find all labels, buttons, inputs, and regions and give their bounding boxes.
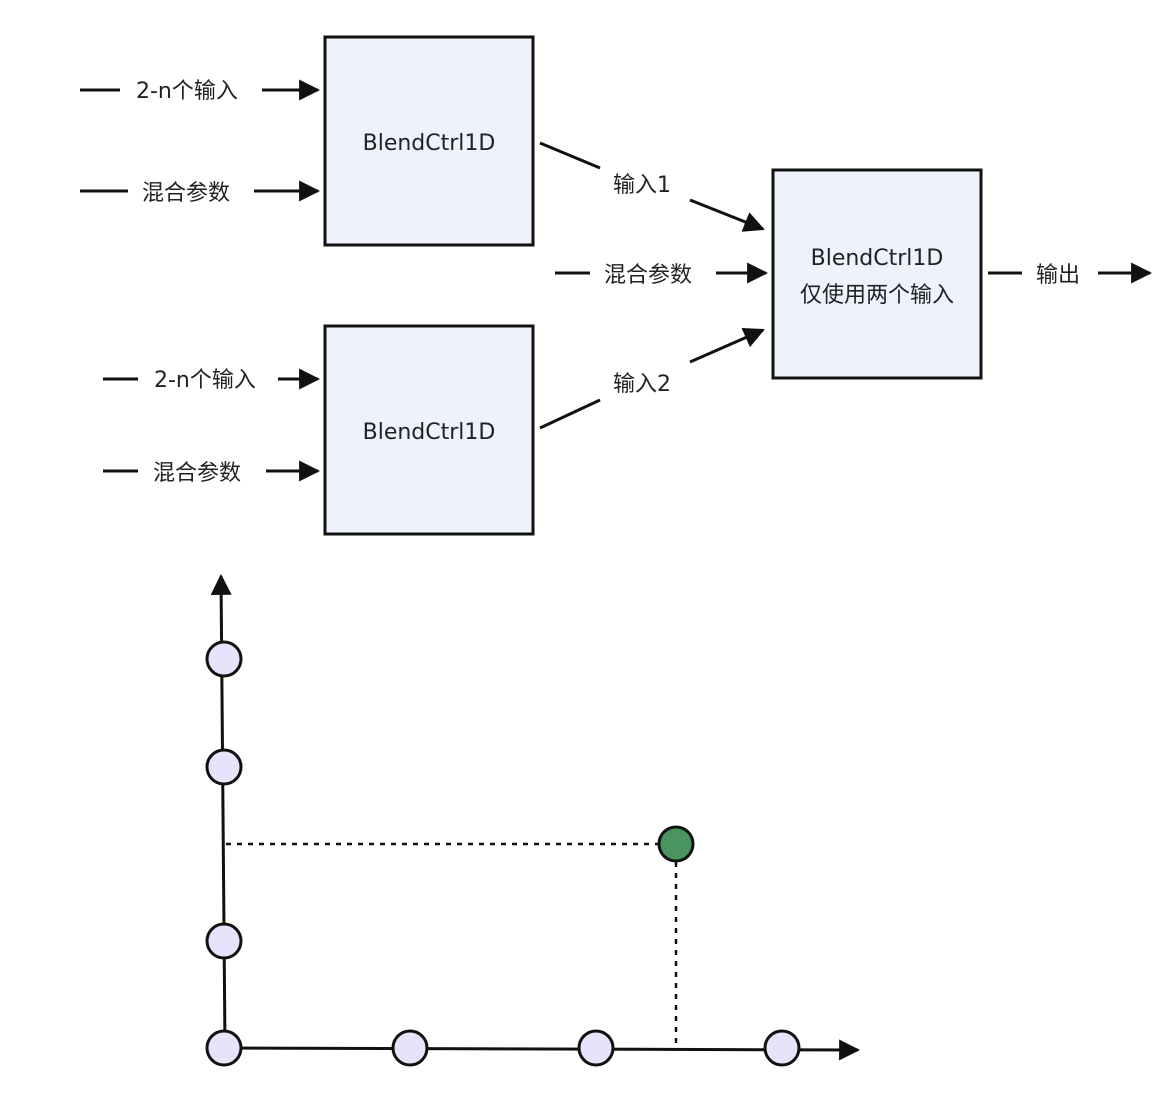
y-axis-sample-point-2[interactable] xyxy=(205,922,243,960)
top-inputs-row: 2-n个输入 xyxy=(80,79,321,104)
x-axis-sample-point-4[interactable] xyxy=(763,1029,801,1067)
y-axis-sample-point-3[interactable] xyxy=(205,748,243,786)
bottom-blend-block: BlendCtrl1D xyxy=(323,324,535,536)
top-blend-box[interactable] xyxy=(323,35,535,247)
top-param-label: 混合参数 xyxy=(142,181,230,206)
bottom-blend-box[interactable] xyxy=(323,324,535,536)
final-blend-block: BlendCtrl1D 仅使用两个输入 xyxy=(771,168,983,380)
final-blend-subtitle: 仅使用两个输入 xyxy=(800,283,954,308)
final-blend-box[interactable] xyxy=(771,168,983,380)
input2-label: 输入2 xyxy=(613,372,671,397)
x-axis-sample-point-3[interactable] xyxy=(577,1029,615,1067)
input1-connection: 输入1 xyxy=(539,141,765,232)
top-inputs-label: 2-n个输入 xyxy=(136,79,238,104)
top-param-row: 混合参数 xyxy=(80,180,321,206)
input2-arrow xyxy=(689,327,765,364)
bottom-inputs-row: 2-n个输入 xyxy=(103,368,321,393)
y-axis-sample-point-4[interactable] xyxy=(205,640,243,678)
origin-sample-point[interactable] xyxy=(205,1029,243,1067)
x-axis xyxy=(224,1039,861,1061)
final-blend-title: BlendCtrl1D xyxy=(811,246,944,271)
bottom-blend-title: BlendCtrl1D xyxy=(363,420,496,445)
input1-arrow xyxy=(689,198,765,232)
current-blend-point[interactable] xyxy=(657,825,695,863)
input2-line-start xyxy=(539,398,601,430)
input1-line-start xyxy=(539,141,601,170)
input2-connection: 输入2 xyxy=(539,327,765,430)
output-row: 输出 xyxy=(988,262,1153,288)
final-param-label: 混合参数 xyxy=(604,263,692,288)
bottom-param-label: 混合参数 xyxy=(153,461,241,486)
top-blend-block: BlendCtrl1D xyxy=(323,35,535,247)
input1-label: 输入1 xyxy=(613,173,671,198)
final-param-row: 混合参数 xyxy=(555,262,769,288)
bottom-inputs-label: 2-n个输入 xyxy=(154,368,256,393)
blend-space-plot xyxy=(205,573,861,1067)
bottom-param-row: 混合参数 xyxy=(103,460,321,486)
x-axis-sample-point-2[interactable] xyxy=(391,1029,429,1067)
top-blend-title: BlendCtrl1D xyxy=(363,131,496,156)
output-label: 输出 xyxy=(1036,263,1080,288)
